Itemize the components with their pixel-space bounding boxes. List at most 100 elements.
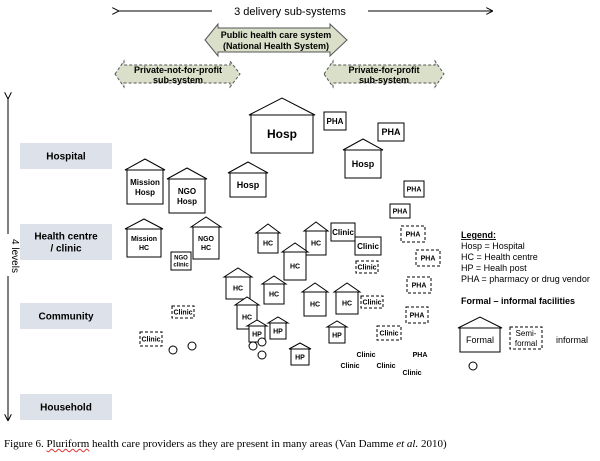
house-label: HC (311, 240, 321, 247)
level-label: Hospital (46, 152, 86, 163)
house-label: HP (273, 328, 283, 335)
house-hp: HP (325, 320, 349, 344)
semi-formal-clinic-box: Clinic (360, 295, 384, 309)
legend-formal-label: Formal (466, 335, 494, 345)
legend-title: Legend: (461, 230, 496, 240)
formal-clinic-box: Clinic (354, 236, 382, 256)
house-label: HP (252, 331, 262, 338)
household-circle (187, 341, 197, 351)
box-label: Clinic (362, 299, 381, 306)
house-label: NGO (198, 236, 215, 243)
house-label: Mission (131, 236, 157, 243)
formal-pha-box: PHA (403, 180, 425, 198)
private-fp-subsystem-arrow: Private-for-profit sub-system (323, 59, 445, 89)
house-label: HC (233, 285, 243, 292)
house-hc: HC (300, 282, 330, 317)
house-hc: HC (254, 223, 282, 254)
house-label: HC (242, 314, 252, 321)
box-label: Clinic (357, 264, 376, 271)
informal-label: Clinic (402, 370, 421, 377)
diagram: 3 delivery sub-systems Public health car… (2, 4, 590, 436)
level-health-centre: Health centre/ clinic (20, 224, 112, 260)
box-label: clinic (173, 263, 189, 269)
level-hospital: Hospital (20, 143, 112, 169)
level-community: Community (20, 303, 112, 329)
legend-semi-formal-line2: formal (515, 339, 537, 348)
household-circle (257, 350, 267, 360)
private-fp-line2: sub-system (359, 75, 409, 85)
house-label: HP (295, 354, 305, 361)
house-label: Mission (130, 178, 160, 187)
level-label: Community (39, 312, 94, 323)
level-household: Household (20, 394, 112, 420)
delivery-subsystems-span: 3 delivery sub-systems (118, 4, 492, 18)
level-label: Health centre (34, 232, 98, 243)
house-label: HC (201, 245, 211, 252)
semi-formal-pha-box: PHA (400, 225, 426, 243)
house-label: HP (332, 332, 342, 339)
house-hosp: Hosp (227, 161, 269, 198)
box-label: Clinic (141, 336, 160, 343)
box-label: PHA (406, 231, 421, 238)
legend-semi-formal-line1: Semi- (516, 329, 537, 338)
legend-formal-house: Formal (457, 316, 503, 353)
delivery-subsystems-label: 3 delivery sub-systems (234, 6, 346, 18)
semi-formal-clinic-box: Clinic (355, 260, 379, 274)
house-hc: HC (332, 282, 362, 315)
private-fp-line1: Private-for-profit (348, 65, 419, 75)
facility-boxes: PHAPHAPHAPHANGOclinicClinicClinicPHAPHAP… (139, 111, 441, 347)
household-circle (257, 337, 267, 347)
private-nfp-line1: Private-not-for-profit (134, 65, 222, 75)
box-label: PHA (327, 117, 344, 126)
legend-facilities-title: Formal – informal facilities (461, 296, 575, 306)
semi-formal-pha-box: PHA (406, 276, 432, 294)
semi-formal-pha-box: PHA (415, 249, 441, 267)
house-label: Hosp (237, 180, 260, 190)
legend-item: HP = Healh post (461, 263, 527, 273)
semi-formal-pha-box: PHA (405, 306, 429, 324)
household-circles (168, 337, 267, 360)
legend-item: PHA = pharmacy or drug vendor (461, 274, 590, 284)
house-hc: HC (222, 267, 254, 300)
box-label: Clinic (332, 228, 354, 237)
public-subsystem-arrow: Public health care system (National Heal… (204, 22, 348, 58)
house-label: HC (310, 301, 320, 308)
box-label: Clinic (379, 330, 398, 337)
informal-label: PHA (413, 352, 428, 359)
levels-arrow: 4 levels (2, 98, 20, 420)
house-label: HC (269, 291, 279, 298)
legend-informal-label: informal (556, 335, 588, 345)
house-label: Hosp (177, 197, 197, 206)
levels-label: 4 levels (9, 239, 20, 273)
house-hc: HC (280, 242, 310, 281)
house-label: Hosp (267, 127, 297, 141)
house-hc: HC (302, 221, 330, 256)
box-label: PHA (407, 186, 422, 193)
house-label: NGO (178, 187, 196, 196)
house-label: HC (139, 245, 149, 252)
public-subsystem-line2: (National Health System) (223, 41, 329, 51)
informal-label: Clinic (340, 363, 359, 370)
house-ngo-hc: NGO HC (189, 216, 223, 260)
public-subsystem-line1: Public health care system (221, 30, 332, 40)
informal-label: Clinic (376, 363, 395, 370)
box-label: Clinic (357, 242, 379, 251)
semi-formal-clinic-box: Clinic (171, 305, 195, 319)
private-nfp-line2: sub-system (153, 75, 203, 85)
house-hp: HP (288, 342, 312, 366)
house-label: Hosp (352, 159, 375, 169)
box-label: PHA (381, 127, 401, 137)
semi-formal-clinic-box: Clinic (139, 331, 163, 347)
household-circle (168, 345, 178, 355)
formal-pha-box: PHA (389, 203, 411, 219)
house-hc: HC (260, 275, 288, 305)
figure-caption: Figure 6. Pluriform health care provider… (4, 438, 447, 450)
box-label: Clinic (173, 309, 192, 316)
house-label: HC (290, 263, 300, 270)
legend: Legend: Hosp = Hospital HC = Health cent… (457, 230, 590, 371)
private-nfp-subsystem-arrow: Private-not-for-profit sub-system (114, 59, 241, 89)
